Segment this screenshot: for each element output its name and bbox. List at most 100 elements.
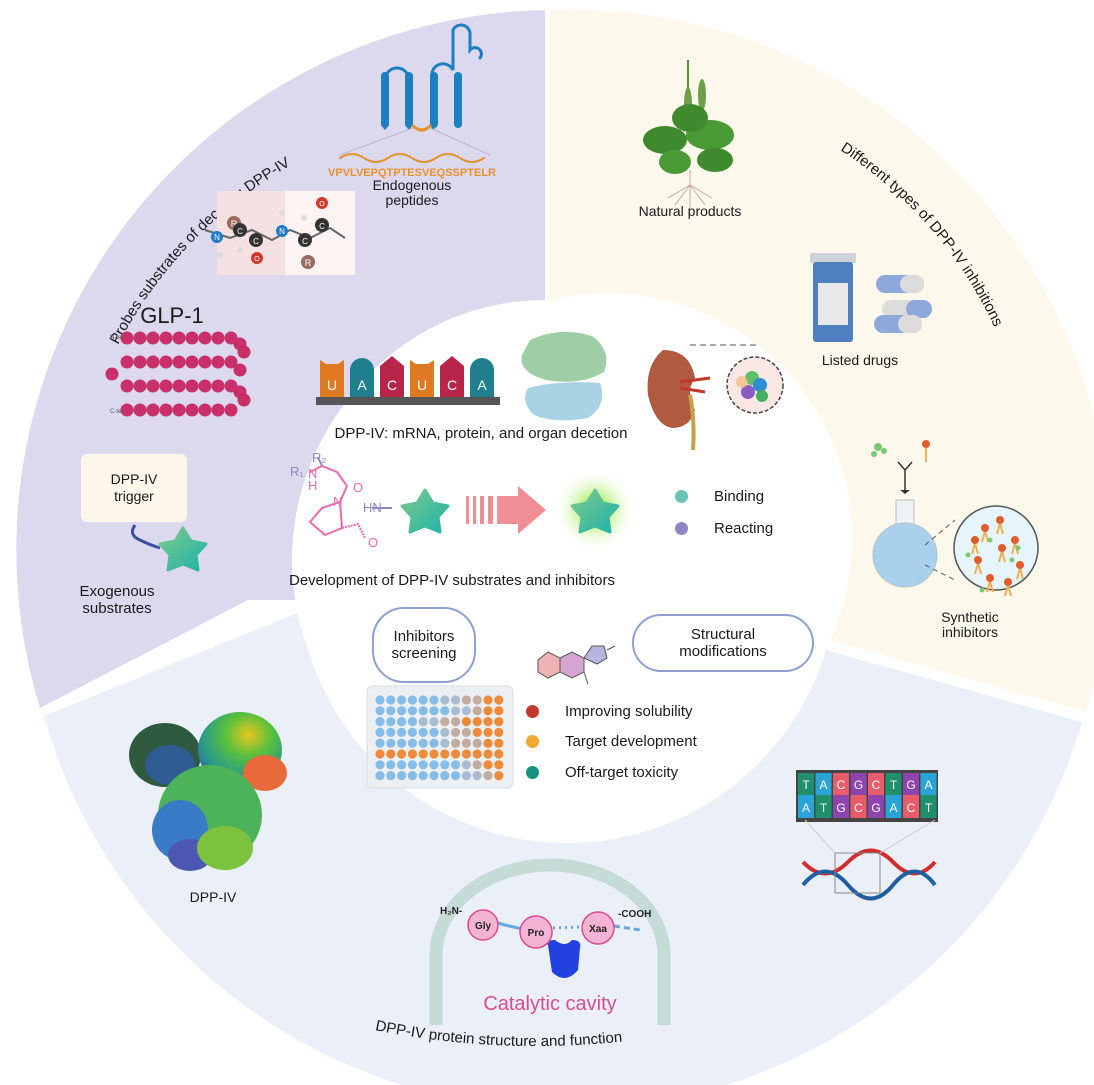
amino-acid-bead [133, 331, 147, 345]
well [451, 760, 461, 770]
well [440, 771, 450, 781]
well [451, 738, 461, 748]
well [429, 727, 439, 738]
mrna-base [380, 356, 404, 397]
well [375, 706, 385, 716]
liposome [986, 574, 994, 582]
synthetic-inhibitors-label-line2: inhibitors [942, 624, 998, 640]
mrna-base-letter: A [477, 377, 487, 393]
amino-acid-bead [159, 379, 173, 393]
atom-r: R [305, 258, 312, 268]
well [407, 749, 417, 759]
legend-binding-label: Binding [714, 488, 765, 505]
liposome [1004, 578, 1012, 586]
well [461, 695, 471, 705]
amino-acid-bead [133, 355, 147, 369]
legend-reacting-swatch [675, 522, 688, 535]
well [440, 727, 450, 738]
mrna-base-letter: U [417, 377, 427, 393]
dna-letter: A [924, 778, 932, 792]
amino-acid-bead [146, 331, 160, 345]
amino-acid-bead [133, 403, 147, 417]
detection-caption: DPP-IV: mRNA, protein, and organ decetio… [334, 425, 628, 442]
amino-acid-bead [237, 393, 251, 407]
mrna-base-letter: C [387, 377, 397, 393]
liposome [1011, 536, 1019, 544]
well [397, 771, 407, 781]
mrna-base-letter: C [447, 377, 457, 393]
well [386, 706, 396, 716]
well [429, 760, 439, 770]
amino-acid-bead [172, 331, 186, 345]
amino-acid-bead [159, 331, 173, 345]
n-terminus-label: H₂N- [440, 906, 462, 917]
amino-acid-bead [159, 403, 173, 417]
legend-target-development: Target development [526, 733, 697, 750]
well [440, 717, 450, 727]
well [451, 771, 461, 781]
well [397, 695, 407, 705]
well [451, 749, 461, 759]
exogenous-substrates-label: Exogenous substrates [62, 583, 172, 617]
hn-label: HN [363, 500, 382, 515]
amino-acid-bead [224, 355, 238, 369]
well [494, 727, 504, 738]
dna-base-bottom [850, 795, 867, 818]
activated-star-icon [570, 488, 620, 534]
well [461, 749, 471, 759]
atom-c: C [302, 237, 308, 246]
well [494, 706, 504, 716]
well [407, 717, 417, 727]
amino-acid-bead [159, 355, 173, 369]
gpcr-receptor-icon [339, 23, 491, 163]
scaffold-molecule-icon [537, 645, 616, 685]
well [440, 760, 450, 770]
well [407, 695, 417, 705]
well [472, 771, 482, 781]
well [472, 717, 482, 727]
dna-letter: T [890, 778, 898, 792]
dna-base-top [798, 773, 814, 795]
well [494, 749, 504, 759]
dna-base-bottom [815, 795, 832, 818]
glp1-n-term: N-ter [110, 335, 123, 341]
well [418, 749, 428, 759]
well [451, 706, 461, 716]
pill-line1: Inhibitors [393, 628, 455, 645]
well [407, 771, 417, 781]
amino-acid-bead [211, 379, 225, 393]
dna-letter: T [820, 801, 828, 815]
liposome [974, 556, 982, 564]
atom-r: R [231, 219, 238, 229]
well [483, 771, 493, 781]
amino-acid-bead [185, 331, 199, 345]
well [451, 717, 461, 727]
o2-label: O [368, 535, 378, 550]
atom-n: N [214, 233, 220, 242]
liposome [971, 536, 979, 544]
development-caption: Development of DPP-IV substrates and inh… [289, 572, 615, 589]
well [451, 727, 461, 738]
dna-letter: G [906, 778, 915, 792]
dna-base-bottom [885, 795, 902, 818]
well [407, 706, 417, 716]
protein-surface-icon [129, 712, 287, 871]
dna-base-bottom [833, 795, 849, 818]
flask-icon [871, 440, 1039, 597]
well [440, 695, 450, 705]
amino-acid-bead [198, 403, 212, 417]
residue-xaa: Xaa [589, 924, 607, 935]
pill-line2: screening [391, 645, 457, 662]
well [407, 727, 417, 738]
well [386, 771, 396, 781]
linker [130, 524, 161, 550]
well [494, 771, 504, 781]
endogenous-peptides-label-line1: Endogenous [373, 177, 452, 193]
well [429, 749, 439, 759]
dna-base-top [903, 773, 919, 795]
amino-acid-bead [105, 367, 119, 381]
legend-reacting-label: Reacting [714, 520, 774, 537]
legend-swatch [526, 766, 539, 779]
legend-swatch [526, 735, 539, 748]
well [461, 727, 471, 738]
